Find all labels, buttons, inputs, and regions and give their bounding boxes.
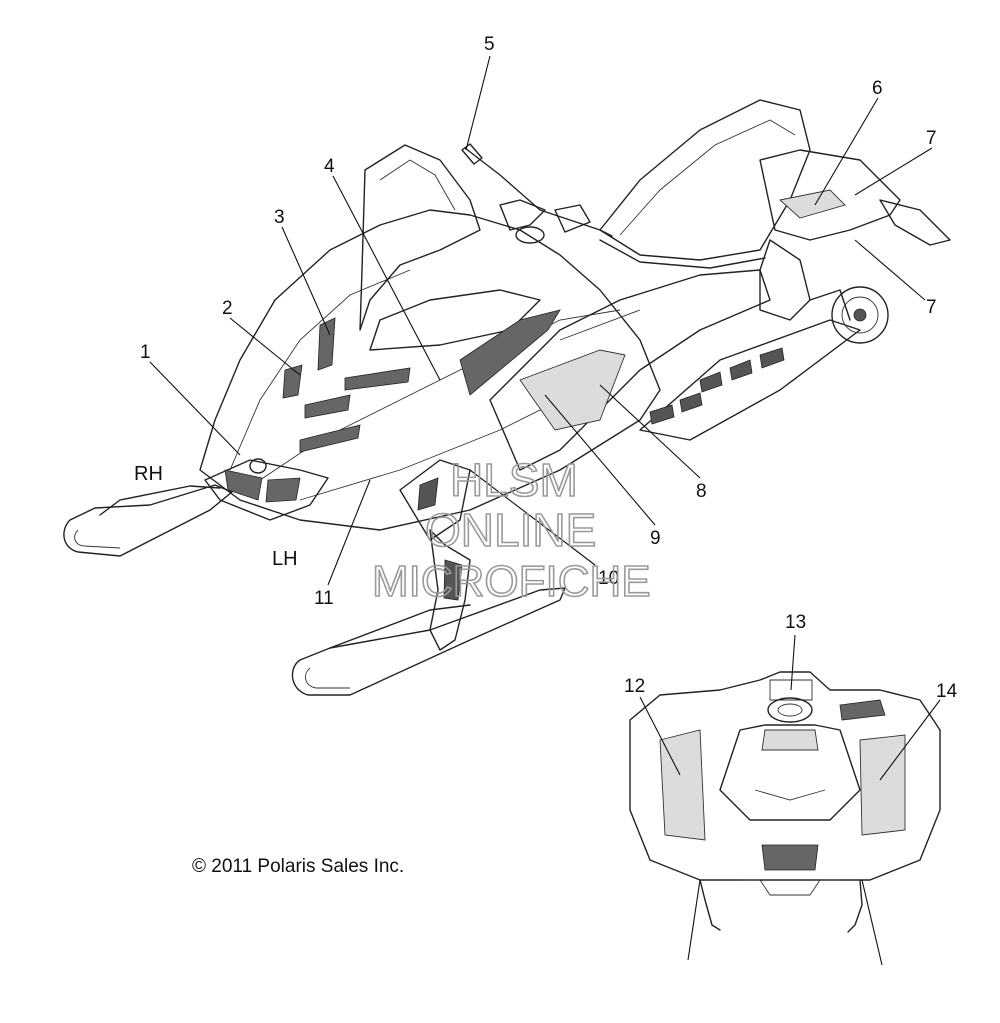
watermark-line3: MICROFICHE (372, 557, 651, 606)
callout-13: 13 (785, 612, 806, 633)
callout-6: 6 (872, 78, 883, 99)
callout-12: 12 (624, 676, 645, 697)
watermark-line2: ONLINE (425, 504, 596, 556)
leader-lines (149, 55, 941, 966)
callout-labels: 1 2 3 4 5 6 7 7 8 9 10 11 12 13 14 (140, 34, 958, 702)
callout-11: 11 (314, 588, 334, 609)
callout-7-bottom: 7 (926, 297, 937, 318)
callout-4: 4 (324, 156, 335, 177)
watermark-line1: HLSM (450, 454, 578, 506)
copyright-text: © 2011 Polaris Sales Inc. (192, 856, 404, 877)
callout-7-top: 7 (926, 128, 937, 149)
snowmobile-illustration (63, 99, 951, 696)
callout-1: 1 (140, 342, 151, 363)
callout-8: 8 (696, 481, 707, 502)
callout-3: 3 (274, 207, 285, 228)
front-view-inset (629, 671, 941, 933)
rh-label: RH (134, 463, 163, 485)
callout-9: 9 (650, 528, 661, 549)
callout-10: 10 (598, 568, 619, 589)
lh-label: LH (272, 548, 298, 570)
watermark: HLSM ONLINE MICROFICHE (371, 453, 651, 607)
callout-14: 14 (936, 681, 958, 702)
callout-2: 2 (222, 298, 233, 319)
callout-5: 5 (484, 34, 495, 55)
